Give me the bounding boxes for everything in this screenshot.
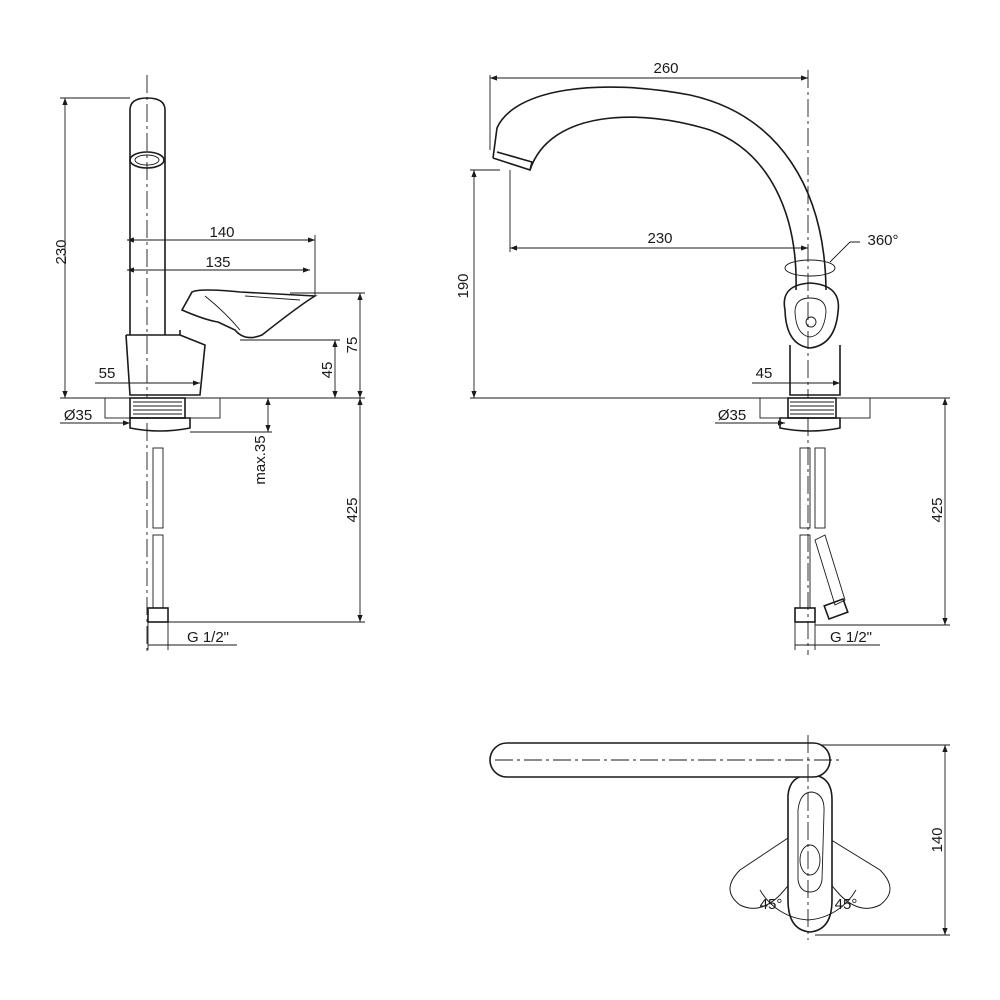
- dim-front-spout-height: 190: [455, 273, 472, 298]
- dim-top-width: 140: [929, 827, 946, 852]
- front-view: 260 230 190 360° 45 Ø35 425 G 1/2": [455, 60, 950, 655]
- top-body: [787, 774, 833, 933]
- side-body: [125, 330, 206, 396]
- front-spout-outer: [492, 86, 827, 291]
- cartridge-screw-icon: [805, 316, 817, 328]
- handle-ghost-right: [804, 829, 891, 909]
- rotation-indicator: [784, 259, 836, 277]
- front-handle-inner: [794, 297, 827, 338]
- dim-side-handle-height: 75: [344, 337, 361, 354]
- side-handle-detail: [204, 295, 301, 331]
- dim-front-thread: G 1/2": [830, 629, 872, 646]
- dim-side-body-height: 45: [319, 362, 336, 379]
- front-thread-lines: [790, 401, 834, 415]
- side-hose-lower: [152, 534, 164, 609]
- front-body: [789, 345, 841, 396]
- front-spout-inner: [529, 116, 797, 291]
- side-nut: [129, 417, 191, 432]
- front-hose-fitting-right: [823, 597, 849, 621]
- top-view: 45° 45° 140: [489, 735, 950, 940]
- side-hose-upper: [152, 447, 164, 529]
- dim-side-reach-inner: 135: [205, 254, 230, 271]
- front-handle: [783, 282, 840, 349]
- dim-side-max-thickness: max.35: [252, 435, 269, 484]
- dim-side-body-width: 55: [99, 365, 116, 382]
- dim-side-hole-diameter: Ø35: [64, 407, 92, 424]
- dim-side-reach-outer: 140: [209, 224, 234, 241]
- dim-front-hose-length: 425: [929, 497, 946, 522]
- side-spout-tube: [129, 97, 166, 335]
- front-hose-left-upper: [799, 447, 811, 529]
- side-thread: [129, 397, 186, 419]
- front-aerator: [492, 151, 533, 172]
- angle-arc: [759, 889, 857, 921]
- handle-ghost-left: [729, 829, 816, 909]
- dim-front-hole-diameter: Ø35: [718, 407, 746, 424]
- dim-front-spout-length: 260: [653, 60, 678, 77]
- side-view: 230 140 135 75 45 55 Ø35 max.35 425 G 1/…: [53, 75, 365, 655]
- dim-front-spout-reach: 230: [647, 230, 672, 247]
- dim-leader-360: [829, 241, 860, 263]
- front-hose-right-upper: [814, 447, 826, 529]
- front-hose-left-lower: [799, 534, 811, 609]
- top-handle: [797, 791, 825, 893]
- front-hose-right-lower: [814, 534, 846, 606]
- angle-right-label: 45°: [835, 896, 858, 913]
- side-hose-fitting: [147, 607, 169, 623]
- front-thread: [787, 397, 837, 419]
- dim-side-height: 230: [53, 239, 70, 264]
- dim-front-body-width: 45: [756, 365, 773, 382]
- dim-side-hose-length: 425: [344, 497, 361, 522]
- side-aerator: [129, 151, 165, 169]
- top-handle-grip: [799, 844, 821, 876]
- front-nut: [779, 417, 841, 432]
- front-hose-fitting-left: [794, 607, 816, 623]
- dim-side-thread: G 1/2": [187, 629, 229, 646]
- angle-left-label: 45°: [760, 896, 783, 913]
- side-handle: [180, 289, 318, 339]
- dim-front-rotation: 360°: [867, 232, 898, 249]
- side-thread-lines: [133, 401, 182, 415]
- side-aerator-inner: [134, 154, 160, 166]
